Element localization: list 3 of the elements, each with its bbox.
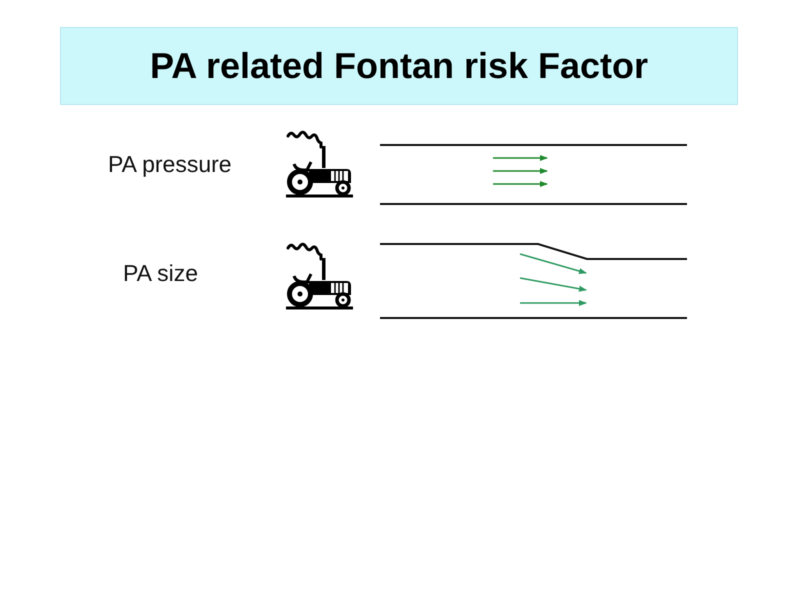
row-label: PA pressure [108,153,232,176]
row-label: PA size [123,262,198,285]
title-banner: PA related Fontan risk Factor [60,27,738,105]
